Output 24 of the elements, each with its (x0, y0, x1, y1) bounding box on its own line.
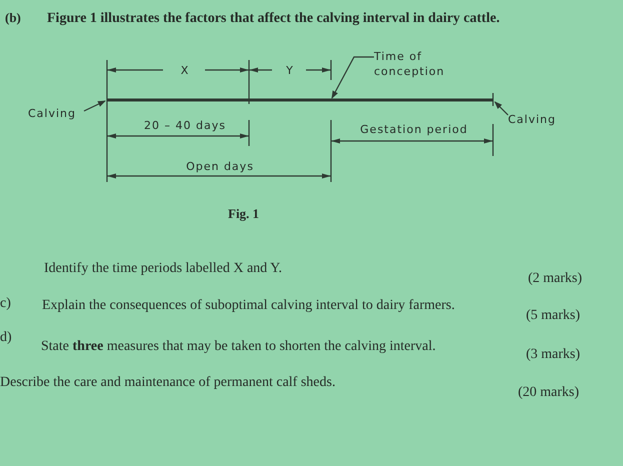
question-text: Figure 1 illustrates the factors that affect the calving interval in dairy cattle. (47, 10, 501, 28)
question-text: (5 marks) (526, 307, 580, 325)
question-text: (20 marks) (518, 384, 580, 402)
question-text: c) (0, 295, 11, 313)
dimension-label: Gestation period (359, 122, 469, 138)
leader-line (331, 56, 374, 99)
callout-text: Time of conception (374, 49, 446, 79)
question-text: State three measures that may be taken to shorten the calving interval. (41, 338, 436, 356)
question-text: d) (0, 329, 12, 347)
callout-text: Calving (28, 106, 77, 121)
question-text: Explain the consequences of suboptimal calving interval to dairy farmers. (42, 297, 455, 315)
question-text: (b) (5, 9, 21, 27)
question-text: Describe the care and maintenance of permanent calf sheds. (0, 374, 336, 392)
dimension-label: Y (285, 63, 295, 79)
figure-caption: Fig. 1 (228, 205, 260, 223)
dimension-label: Open days (185, 159, 255, 175)
leader-line (84, 100, 106, 112)
question-text: Identify the time periods labelled X and Y. (44, 260, 282, 278)
dimension-label: 20 – 40 days (143, 118, 227, 134)
callout-text: Calving (508, 112, 557, 127)
question-text: (2 marks) (528, 270, 582, 288)
question-text: (3 marks) (526, 346, 580, 364)
dimension-label: X (180, 63, 190, 79)
leader-line (494, 101, 508, 116)
